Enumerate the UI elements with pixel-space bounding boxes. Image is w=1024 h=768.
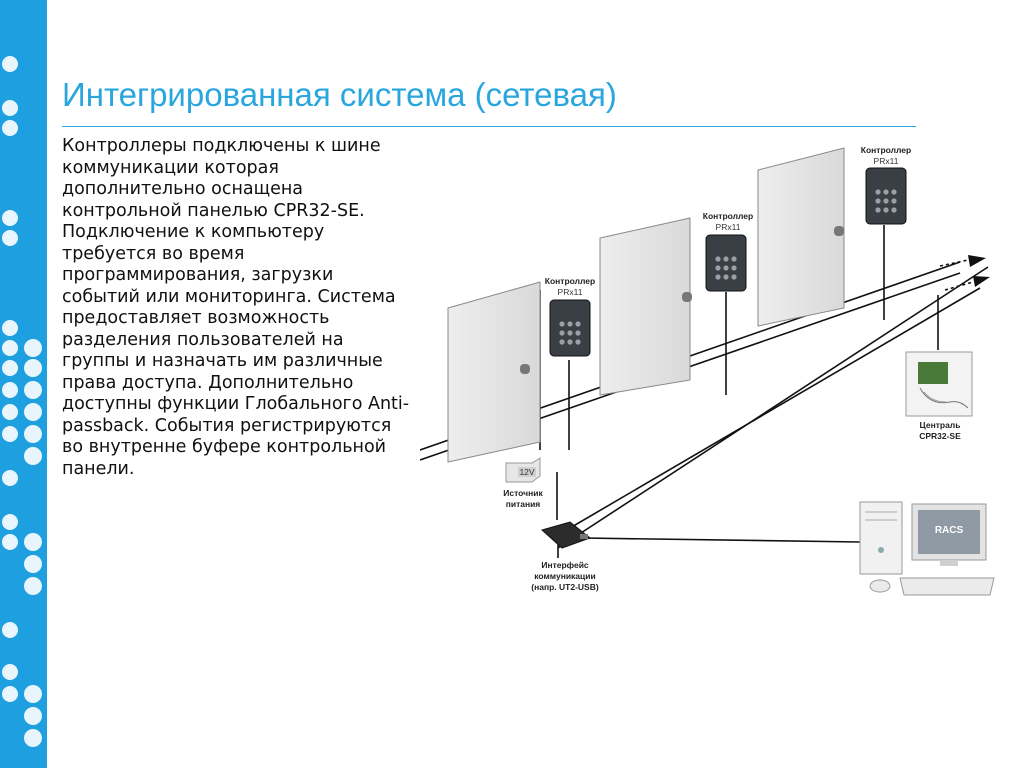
door-1 (447, 281, 541, 463)
door-3 (757, 147, 845, 327)
controller-label-2: Контроллер (703, 211, 753, 221)
interface-label-line1: Интерфейс (541, 560, 589, 570)
decorative-dots (2, 56, 42, 747)
power-supply-label-line2: питания (506, 499, 541, 509)
interface-label-line2: коммуникации (534, 571, 595, 581)
power-supply-badge: 12V (519, 467, 534, 477)
monitor-screen-text: RACS (935, 525, 964, 536)
controller-model-3: PRx11 (874, 156, 899, 166)
controller-reader-3 (865, 167, 907, 225)
controller-label-3: Контроллер (861, 145, 911, 155)
controller-model-2: PRx11 (716, 222, 741, 232)
interface-device (540, 521, 592, 549)
arrow-head-icon (968, 255, 986, 267)
central-label-line2: CPR32-SE (919, 431, 961, 441)
monitor (911, 503, 987, 566)
title-divider (62, 126, 916, 127)
computer-tower (859, 501, 903, 575)
controller-reader-2 (705, 234, 747, 292)
body-paragraph: Контроллеры подключены к шине коммуникац… (62, 136, 410, 479)
controller-label-1: Контроллер (545, 276, 595, 286)
power-supply-label-line1: Источник (503, 488, 543, 498)
page-title: Интегрированная система (сетевая) (62, 76, 617, 113)
door-2 (599, 217, 692, 396)
system-diagram: Контроллер PRx11 Контроллер PRx11 Контро… (420, 145, 995, 596)
keyboard (899, 577, 995, 596)
mouse (869, 579, 891, 593)
controller-reader-1 (549, 299, 591, 357)
left-decoration-bar (0, 0, 47, 768)
interface-label-line3: (напр. UT2-USB) (531, 582, 599, 592)
central-panel (905, 351, 973, 417)
arrow-head-icon (973, 276, 990, 287)
central-label-line1: Централь (920, 420, 961, 430)
controller-model-1: PRx11 (558, 287, 583, 297)
power-supply (505, 457, 541, 483)
